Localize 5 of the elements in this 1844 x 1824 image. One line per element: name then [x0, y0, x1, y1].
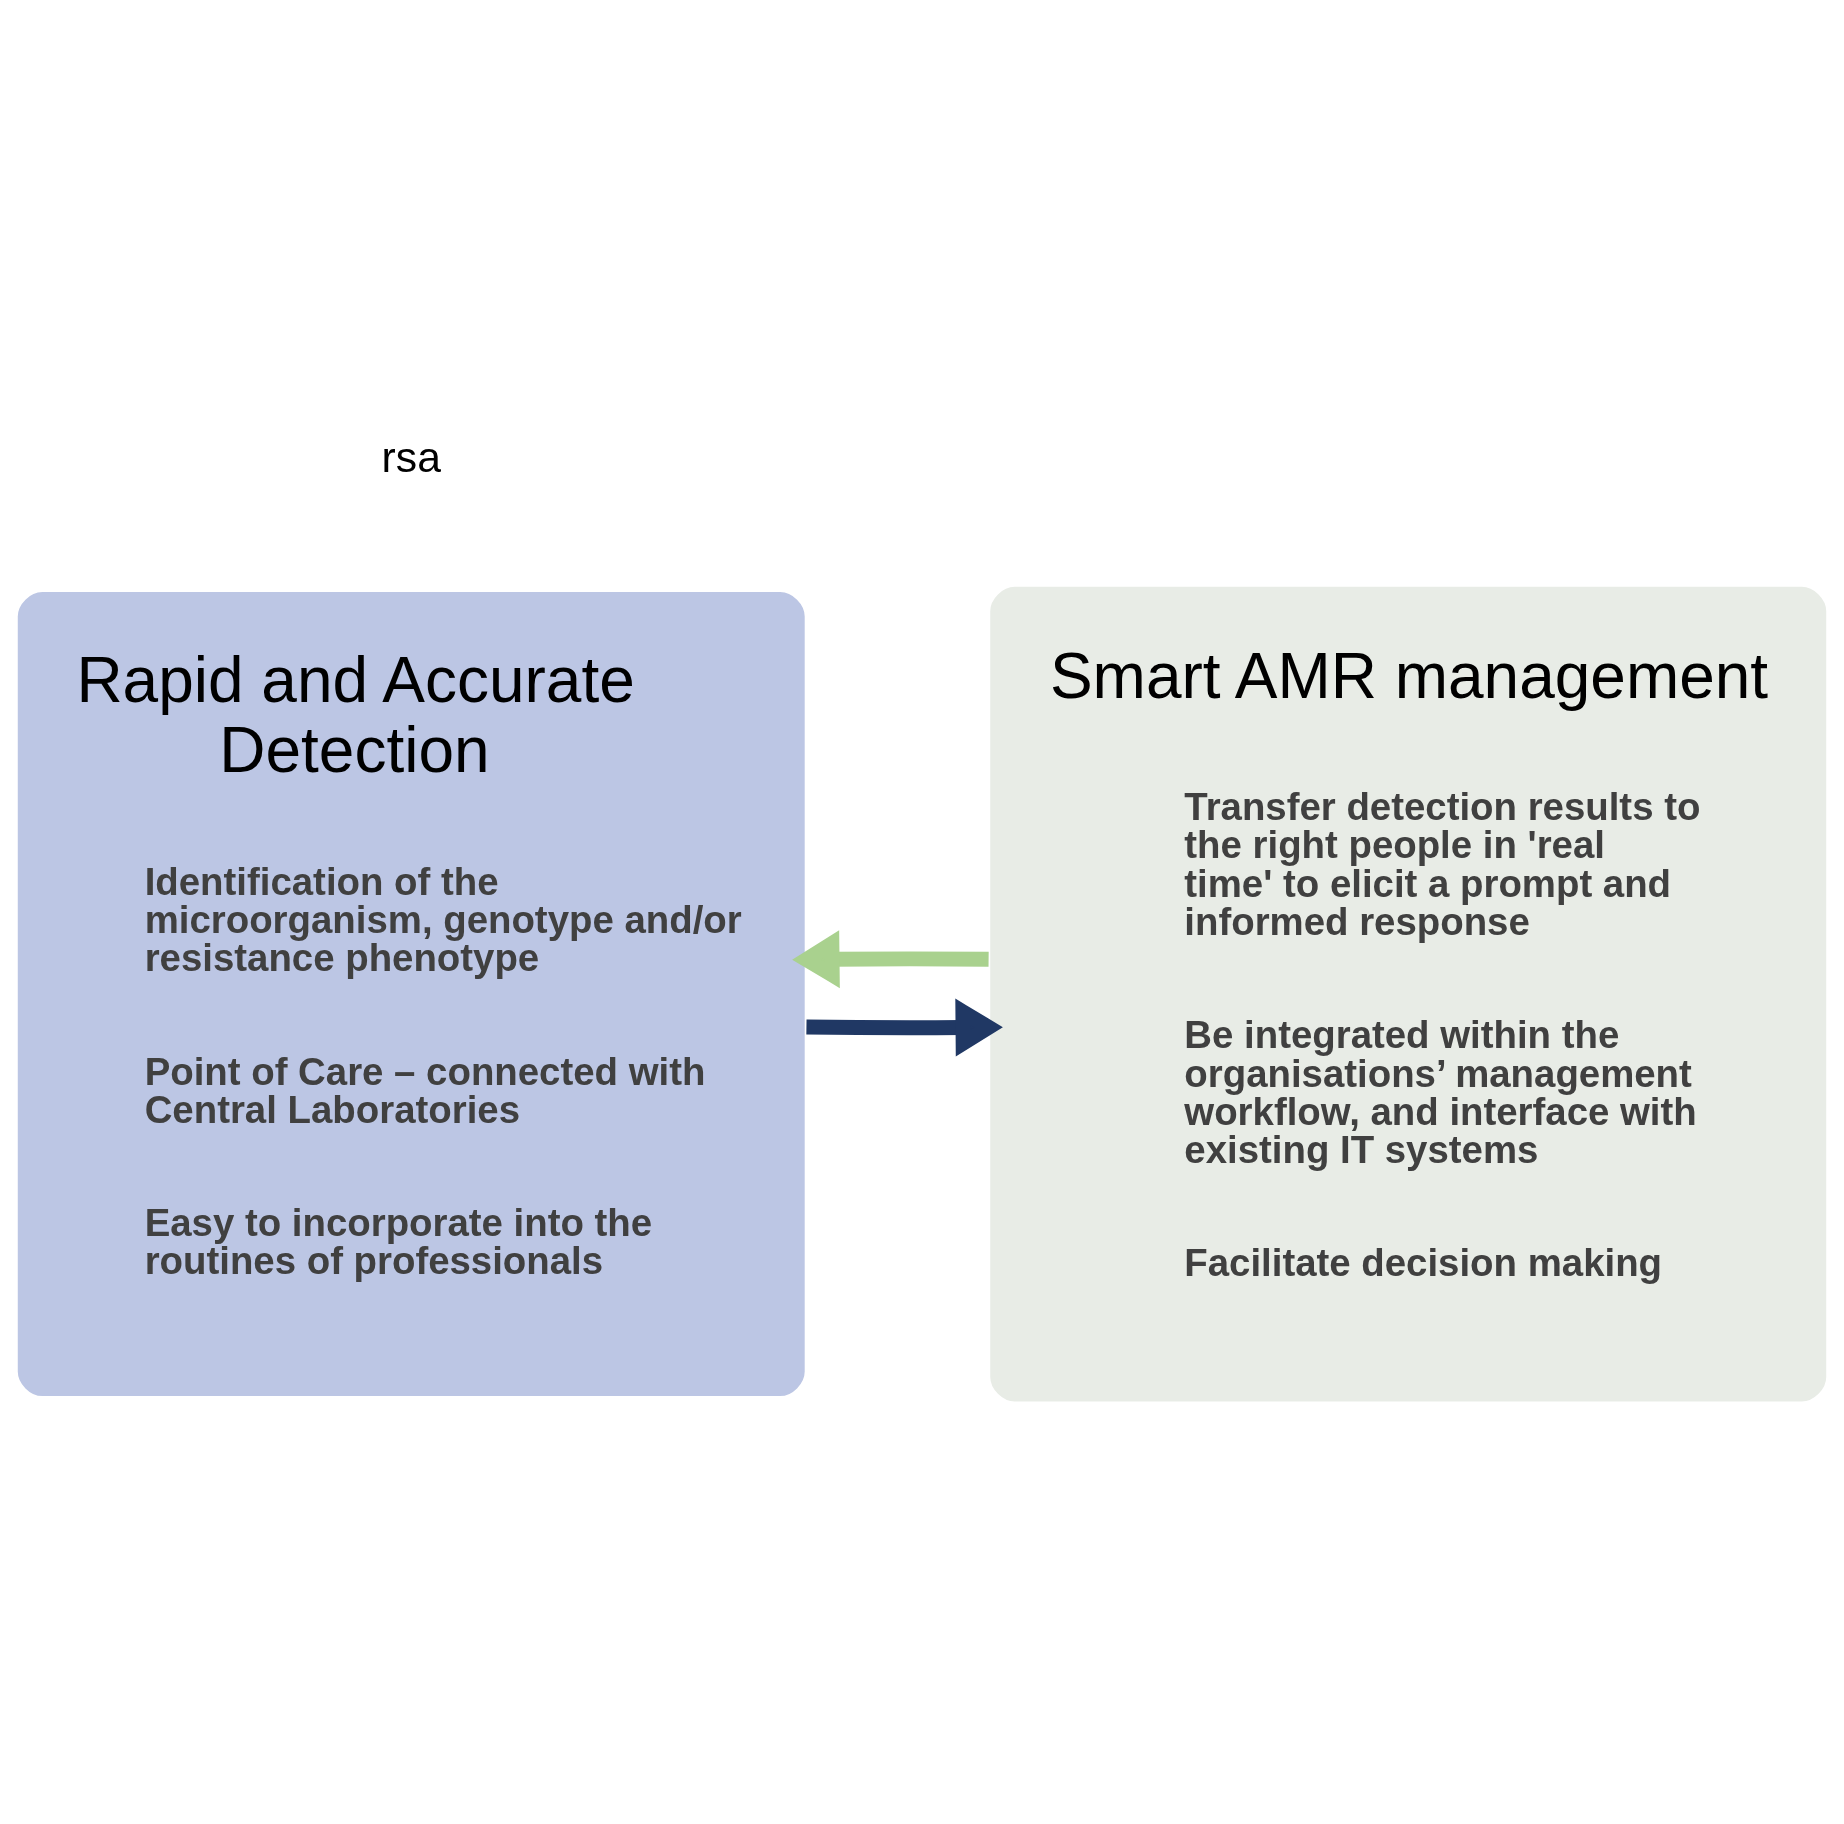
- arrow: [792, 929, 989, 988]
- node-box: Rapid and Accurate Detection Identification of the microorganism, genotype and/or resistance phenotype Point of Care – connected with Central Laboratories Easy to incorporate into the routines of professionals: [15, 589, 807, 1398]
- node-box: Smart AMR management Transfer detection results to the right people in 'real time' to elicit a prompt and informed response Be integrated within the organisations’ management workflow, and interface with existing IT systems Facilitate decision making: [988, 584, 1829, 1404]
- label: rsa: [381, 432, 441, 481]
- arrow: [806, 998, 1003, 1057]
